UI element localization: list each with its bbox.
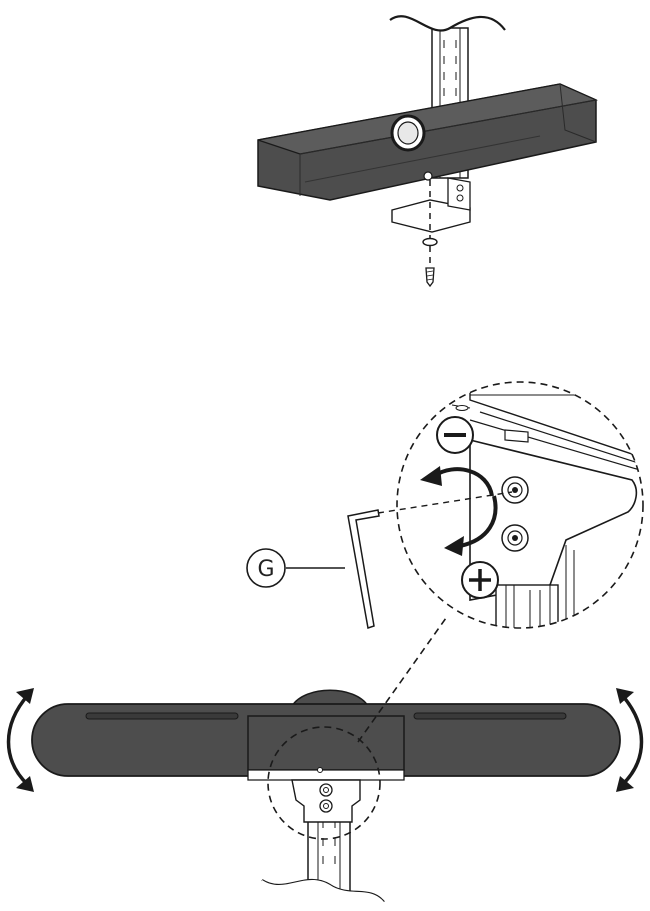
rotate-ccw-arrow-icon (420, 466, 494, 497)
washer-icon (422, 237, 438, 247)
tilt-left-icon (6, 688, 34, 792)
mount-bracket-top (391, 171, 471, 233)
upper-screw (501, 476, 529, 504)
video-bar-top-view (257, 83, 599, 201)
zoom-detail (396, 381, 644, 629)
screw-icon (425, 267, 435, 288)
tilt-right-icon (616, 688, 644, 792)
zoom-source-circle (267, 726, 381, 840)
hex-key-callout: G (246, 548, 345, 588)
top-mount-illustration (257, 15, 599, 288)
mount-bracket-front (247, 715, 405, 823)
hex-key-label: G (257, 557, 274, 582)
hex-key-tool (347, 491, 513, 629)
rotate-cw-arrow-icon (444, 495, 498, 556)
plus-circle-icon (461, 561, 499, 599)
lower-screw (501, 524, 529, 552)
front-mount-illustration: G (6, 381, 644, 911)
screw-assembly (422, 180, 438, 288)
zoom-connector-line (357, 617, 447, 743)
minus-circle-icon (436, 416, 474, 454)
